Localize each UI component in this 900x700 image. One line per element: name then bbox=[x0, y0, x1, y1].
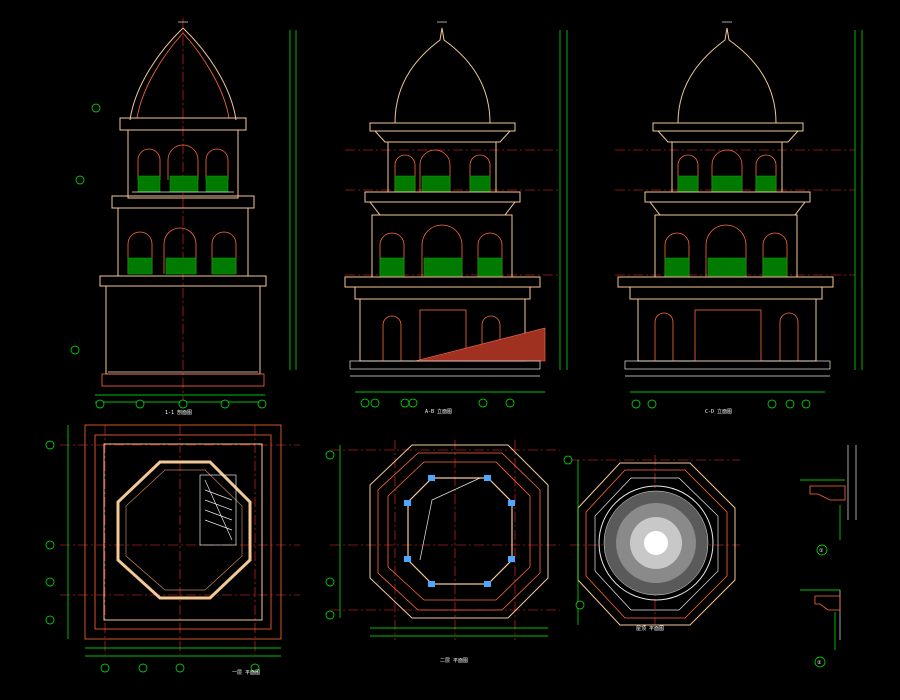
plan-2-view: 二层 平面图 bbox=[325, 440, 560, 664]
detail-views: ① ② bbox=[800, 445, 857, 668]
side-dome bbox=[677, 27, 777, 124]
stair bbox=[199, 474, 237, 546]
front-elevation-view: A-B 立面图 bbox=[344, 21, 568, 415]
plan-1-caption: 一层 平面图 bbox=[232, 670, 260, 676]
plan-2-caption: 二层 平面图 bbox=[440, 658, 468, 664]
side-elevation-caption: C-D 立面图 bbox=[705, 408, 732, 415]
section-view: 1-1 剖面图 bbox=[70, 18, 297, 416]
plan-1-octagon bbox=[116, 460, 252, 600]
roof-plan-caption: 屋顶 平面图 bbox=[636, 626, 664, 632]
roof-plan-view: 屋顶 平面图 bbox=[563, 455, 740, 632]
detail-1-caption: ① bbox=[819, 548, 824, 554]
ramp bbox=[414, 327, 546, 362]
side-elevation-view: C-D 立面图 bbox=[615, 21, 863, 415]
section-caption: 1-1 剖面图 bbox=[165, 409, 192, 416]
plan-2-octagon bbox=[407, 477, 513, 585]
front-elevation-caption: A-B 立面图 bbox=[425, 408, 452, 415]
section-dome bbox=[129, 27, 237, 121]
detail-2-caption: ② bbox=[817, 660, 822, 666]
front-dome bbox=[394, 27, 491, 124]
roof-dome-circle bbox=[598, 485, 714, 601]
plan-1-view: 一层 平面图 bbox=[45, 424, 300, 676]
